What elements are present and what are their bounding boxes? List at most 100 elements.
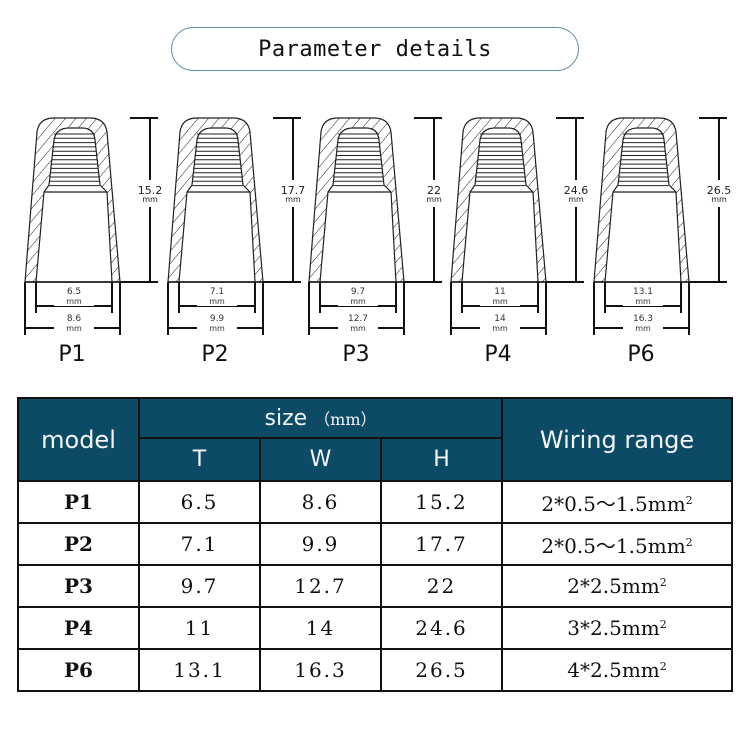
height-dimension-unit: mm xyxy=(568,195,584,204)
height-dimension-unit: mm xyxy=(426,195,442,204)
wiring-sup: 2 xyxy=(659,618,667,631)
inner-width-dimension-value: 7.1 xyxy=(209,287,225,297)
wiring-text: 2*0.5～1.5mm xyxy=(541,491,686,516)
wiring-text: 3*2.5mm xyxy=(567,616,660,640)
header-row: model size （mm） Wiring range xyxy=(17,397,734,482)
outer-width-dimension-value: 16.3 xyxy=(632,314,654,324)
height-dimension-value: 15.2 xyxy=(137,184,163,197)
outer-width-dimension-value: 14 xyxy=(494,314,506,324)
cell-h: 26.5 xyxy=(379,648,504,692)
title-banner: Parameter details xyxy=(171,27,579,71)
table-row: P3 9.7 12.7 22 2*2.5mm2 xyxy=(17,564,734,608)
wire-cap-drawing xyxy=(593,117,727,335)
inner-width-dimension-value: 13.1 xyxy=(632,287,654,297)
wire-cap-drawing xyxy=(450,117,584,335)
inner-width-dimension-unit: mm xyxy=(66,297,82,306)
height-dimension-unit: mm xyxy=(142,195,158,204)
cell-h: 22 xyxy=(379,564,504,608)
header-h: H xyxy=(379,437,504,482)
height-dimension-unit: mm xyxy=(711,195,727,204)
cell-t: 7.1 xyxy=(138,522,261,566)
wire-cap-drawing xyxy=(167,117,301,335)
model-label: P6 xyxy=(627,342,655,367)
cell-h: 24.6 xyxy=(379,606,504,650)
cell-h: 15.2 xyxy=(379,480,504,524)
header-size: size （mm） xyxy=(137,397,504,439)
inner-width-dimension-unit: mm xyxy=(492,297,508,306)
outer-width-dimension-value: 9.9 xyxy=(209,314,225,324)
header-t: T xyxy=(138,437,261,482)
cell-t: 9.7 xyxy=(138,564,261,608)
spec-table: model size （mm） Wiring range T W H P1 6.… xyxy=(17,397,734,692)
header-size-label: size xyxy=(264,405,308,431)
table-row: P1 6.5 8.6 15.2 2*0.5～1.5mm2 xyxy=(17,480,734,524)
cell-wiring: 2*2.5mm2 xyxy=(501,564,734,608)
inner-width-dimension-value: 9.7 xyxy=(350,287,366,297)
model-label: P3 xyxy=(342,342,370,367)
cell-w: 16.3 xyxy=(259,648,382,692)
wiring-sup: 2 xyxy=(685,535,693,549)
cell-t: 13.1 xyxy=(138,648,261,692)
outer-width-dimension-unit: mm xyxy=(66,324,82,333)
model-label: P2 xyxy=(201,342,229,367)
cell-wiring: 3*2.5mm2 xyxy=(501,606,734,650)
table-row: P6 13.1 16.3 26.5 4*2.5mm2 xyxy=(17,648,734,692)
cell-wiring: 2*0.5～1.5mm2 xyxy=(501,480,734,524)
wiring-sup: 2 xyxy=(659,660,667,673)
model-label: P1 xyxy=(58,342,86,367)
table-row: P2 7.1 9.9 17.7 2*0.5～1.5mm2 xyxy=(17,522,734,566)
inner-width-dimension-unit: mm xyxy=(635,297,651,306)
cell-w: 12.7 xyxy=(259,564,382,608)
subheader-row: T W H xyxy=(18,437,732,482)
wiring-text: 4*2.5mm xyxy=(567,658,660,682)
height-dimension-value: 22 xyxy=(427,184,441,197)
outer-width-dimension-unit: mm xyxy=(635,324,651,333)
cell-t: 6.5 xyxy=(138,480,261,524)
header-model: model xyxy=(17,397,140,482)
cell-h: 17.7 xyxy=(379,522,504,566)
cell-model: P3 xyxy=(17,564,140,608)
height-dimension-unit: mm xyxy=(285,195,301,204)
wiring-sup: 2 xyxy=(659,576,667,589)
cell-w: 8.6 xyxy=(259,480,382,524)
wiring-text: 2*2.5mm xyxy=(567,574,660,598)
header-wiring-range: Wiring range xyxy=(501,397,734,482)
cell-wiring: 4*2.5mm2 xyxy=(501,648,734,692)
outer-width-dimension-unit: mm xyxy=(350,324,366,333)
table-row: P4 11 14 24.6 3*2.5mm2 xyxy=(17,606,734,650)
cell-model: P1 xyxy=(17,480,140,524)
model-label: P4 xyxy=(484,342,512,367)
cell-w: 14 xyxy=(259,606,382,650)
cell-t: 11 xyxy=(138,606,261,650)
inner-width-dimension-value: 6.5 xyxy=(66,287,82,297)
wiring-text: 2*0.5～1.5mm xyxy=(541,533,686,558)
inner-width-dimension-unit: mm xyxy=(209,297,225,306)
cell-wiring: 2*0.5～1.5mm2 xyxy=(501,522,734,566)
header-w: W xyxy=(259,437,382,482)
cell-model: P2 xyxy=(17,522,140,566)
header-size-unit: （mm） xyxy=(314,409,377,429)
height-dimension-value: 24.6 xyxy=(563,184,589,197)
cell-w: 9.9 xyxy=(259,522,382,566)
cell-model: P4 xyxy=(17,606,140,650)
height-dimension-value: 26.5 xyxy=(706,184,732,197)
wiring-sup: 2 xyxy=(685,493,693,507)
